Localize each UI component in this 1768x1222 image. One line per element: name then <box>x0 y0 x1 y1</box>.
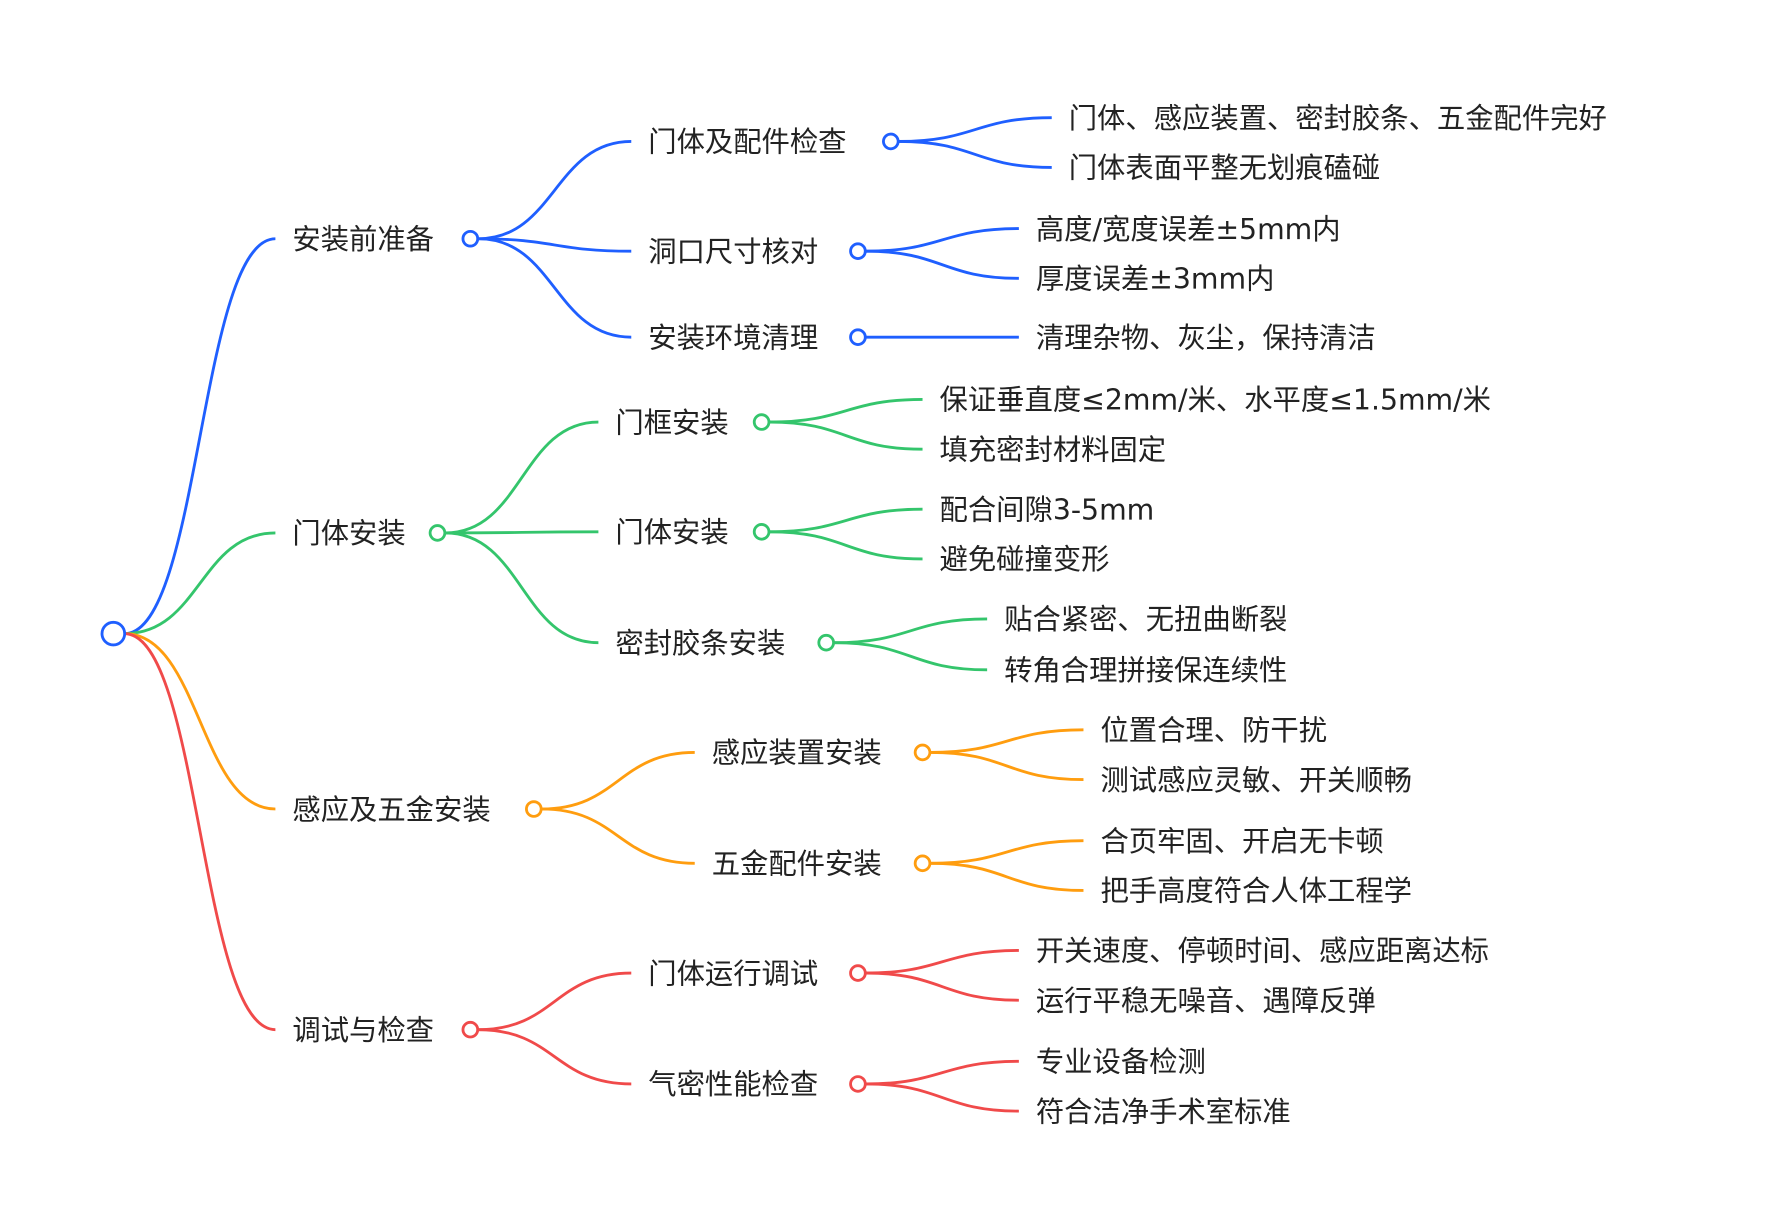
subtopic-node-collapse-toggle[interactable] <box>913 743 932 762</box>
subtopic-node-collapse-toggle[interactable] <box>849 328 867 346</box>
edge-branch-to-subtopic <box>478 237 632 253</box>
subtopic-node-collapse-toggle[interactable] <box>752 523 771 541</box>
edge-root-to-branch <box>124 632 276 811</box>
edge-subtopic-to-detail <box>834 617 988 645</box>
edge-branch-to-subtopic <box>478 971 632 1032</box>
detail-node-label[interactable]: 高度/宽度误差±5mm内 <box>1036 213 1341 246</box>
edge-branch-to-subtopic <box>478 1028 632 1086</box>
detail-node-label[interactable]: 保证垂直度≤2mm/米、水平度≤1.5mm/米 <box>940 384 1491 417</box>
subtopic-node-label[interactable]: 门体及配件检查 <box>648 126 846 159</box>
edge-branch-to-subtopic <box>445 531 599 645</box>
edge-subtopic-to-detail <box>865 971 1019 1002</box>
branch-node-collapse-toggle[interactable] <box>461 1020 480 1039</box>
detail-node-label[interactable]: 运行平稳无噪音、遇障反弹 <box>1036 985 1376 1018</box>
detail-node-label[interactable]: 专业设备检测 <box>1036 1046 1206 1079</box>
branch-node-collapse-toggle[interactable] <box>525 800 543 818</box>
mindmap-nodes: 安装前准备 门体及配件检查 门体、感应装置、密封胶条、五金配件完好门体表面平整无划痕… <box>292 102 1606 1128</box>
subtopic-node-collapse-toggle[interactable] <box>752 413 771 431</box>
subtopic-node-collapse-toggle[interactable] <box>913 854 932 873</box>
subtopic-node-label[interactable]: 安装环境清理 <box>648 321 818 354</box>
edge-subtopic-to-detail <box>865 249 1019 280</box>
subtopic-node-label[interactable]: 气密性能检查 <box>648 1068 818 1101</box>
edge-root-to-branch <box>124 237 276 636</box>
detail-node-label[interactable]: 清理杂物、灰尘，保持清洁 <box>1036 321 1376 354</box>
detail-node-label[interactable]: 开关速度、停顿时间、感应距离达标 <box>1036 935 1489 968</box>
detail-node-label[interactable]: 合页牢固、开启无卡顿 <box>1100 825 1383 858</box>
subtopic-node-collapse-toggle[interactable] <box>817 633 835 652</box>
edge-branch-to-subtopic <box>478 140 632 241</box>
detail-node-label[interactable]: 门体、感应装置、密封胶条、五金配件完好 <box>1069 102 1607 135</box>
edge-branch-to-subtopic <box>478 237 632 339</box>
mindmap-edges <box>124 116 1084 1113</box>
root-node-circle[interactable] <box>100 620 127 647</box>
edge-subtopic-to-detail <box>769 397 923 424</box>
detail-node-label[interactable]: 避免碰撞变形 <box>940 543 1110 576</box>
subtopic-node-label[interactable]: 门体运行调试 <box>648 957 818 990</box>
subtopic-node-label[interactable]: 洞口尺寸核对 <box>648 235 818 268</box>
subtopic-node-label[interactable]: 五金配件安装 <box>712 848 882 881</box>
branch-node-label[interactable]: 调试与检查 <box>292 1014 434 1047</box>
detail-node-label[interactable]: 填充密封材料固定 <box>940 433 1167 466</box>
subtopic-node-collapse-toggle[interactable] <box>849 964 867 982</box>
detail-node-label[interactable]: 把手高度符合人体工程学 <box>1100 875 1412 908</box>
detail-node-label[interactable]: 测试感应灵敏、开关顺畅 <box>1100 764 1412 797</box>
subtopic-node-label[interactable]: 门体安装 <box>615 516 728 549</box>
branch-node-collapse-toggle[interactable] <box>461 229 480 248</box>
edge-subtopic-to-detail <box>898 116 1052 143</box>
edge-branch-to-subtopic <box>541 751 695 811</box>
edge-root-to-branch <box>124 632 276 1032</box>
edge-subtopic-to-detail <box>769 530 923 561</box>
subtopic-node-label[interactable]: 门框安装 <box>615 406 728 439</box>
detail-node-label[interactable]: 门体表面平整无划痕磕碰 <box>1069 152 1381 185</box>
edge-subtopic-to-detail <box>930 861 1084 892</box>
edge-subtopic-to-detail <box>930 728 1084 754</box>
branch-node-label[interactable]: 门体安装 <box>292 517 405 550</box>
detail-node-label[interactable]: 配合间隙3-5mm <box>940 493 1155 526</box>
edge-root-to-branch <box>124 531 276 636</box>
subtopic-node-collapse-toggle[interactable] <box>849 242 867 260</box>
subtopic-node-collapse-toggle[interactable] <box>882 132 900 151</box>
detail-node-label[interactable]: 符合洁净手术室标准 <box>1036 1095 1291 1128</box>
detail-node-label[interactable]: 厚度误差±3mm内 <box>1036 263 1275 296</box>
detail-node-label[interactable]: 转角合理拼接保连续性 <box>1004 654 1287 687</box>
branch-node-collapse-toggle[interactable] <box>428 524 447 542</box>
branch-node-label[interactable]: 安装前准备 <box>292 223 434 256</box>
edge-branch-to-subtopic <box>445 530 599 535</box>
subtopic-node-label[interactable]: 密封胶条安装 <box>615 627 785 660</box>
edge-branch-to-subtopic <box>541 807 695 865</box>
edge-subtopic-to-detail <box>930 839 1084 865</box>
edge-subtopic-to-detail <box>865 949 1019 975</box>
edge-subtopic-to-detail <box>865 227 1019 253</box>
detail-node-label[interactable]: 贴合紧密、无扭曲断裂 <box>1004 603 1287 636</box>
detail-node-label[interactable]: 位置合理、防干扰 <box>1100 714 1327 747</box>
edge-subtopic-to-detail <box>930 751 1084 782</box>
branch-node-label[interactable]: 感应及五金安装 <box>292 793 490 826</box>
subtopic-node-collapse-toggle[interactable] <box>849 1075 867 1093</box>
edge-branch-to-subtopic <box>445 420 599 535</box>
edge-subtopic-to-detail <box>769 507 923 534</box>
edge-subtopic-to-detail <box>865 1059 1019 1086</box>
edge-subtopic-to-detail <box>769 420 923 451</box>
edge-subtopic-to-detail <box>865 1082 1019 1113</box>
edge-subtopic-to-detail <box>898 140 1052 169</box>
edge-subtopic-to-detail <box>834 641 988 672</box>
subtopic-node-label[interactable]: 感应装置安装 <box>712 737 882 770</box>
